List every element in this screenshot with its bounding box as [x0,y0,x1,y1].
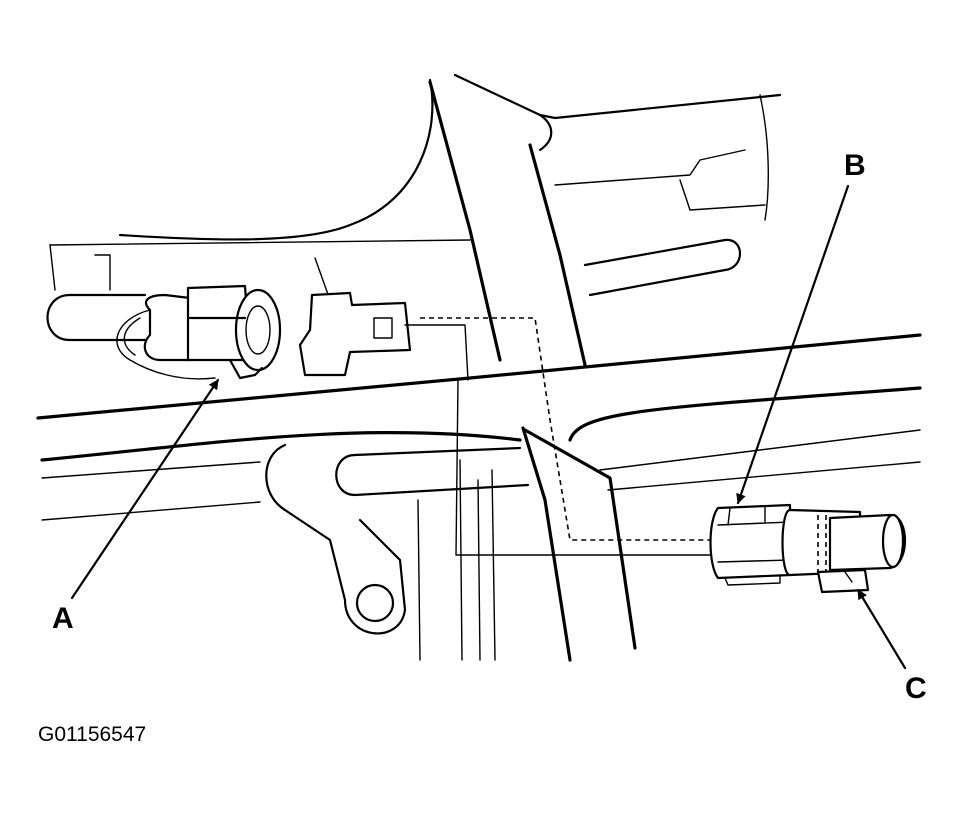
leader-c [856,588,907,670]
lower-vertical-plate [417,426,637,662]
leader-lines [70,184,907,670]
connector-middle [298,291,469,381]
lower-pipe-bracket [265,443,530,635]
connector-c [781,508,907,594]
callout-c: C [905,672,927,705]
leader-a [70,378,220,600]
leader-b [736,184,850,505]
connector-b [709,503,792,586]
connector-a [116,284,282,380]
vertical-frame-member [428,80,587,367]
crossmember [36,333,922,521]
upper-pipe [46,238,741,342]
callout-a: A [52,602,74,635]
upper-housing [118,73,782,241]
harness-wire [420,317,713,556]
callout-b: B [844,149,866,182]
figure-id: G01156547 [38,723,146,746]
